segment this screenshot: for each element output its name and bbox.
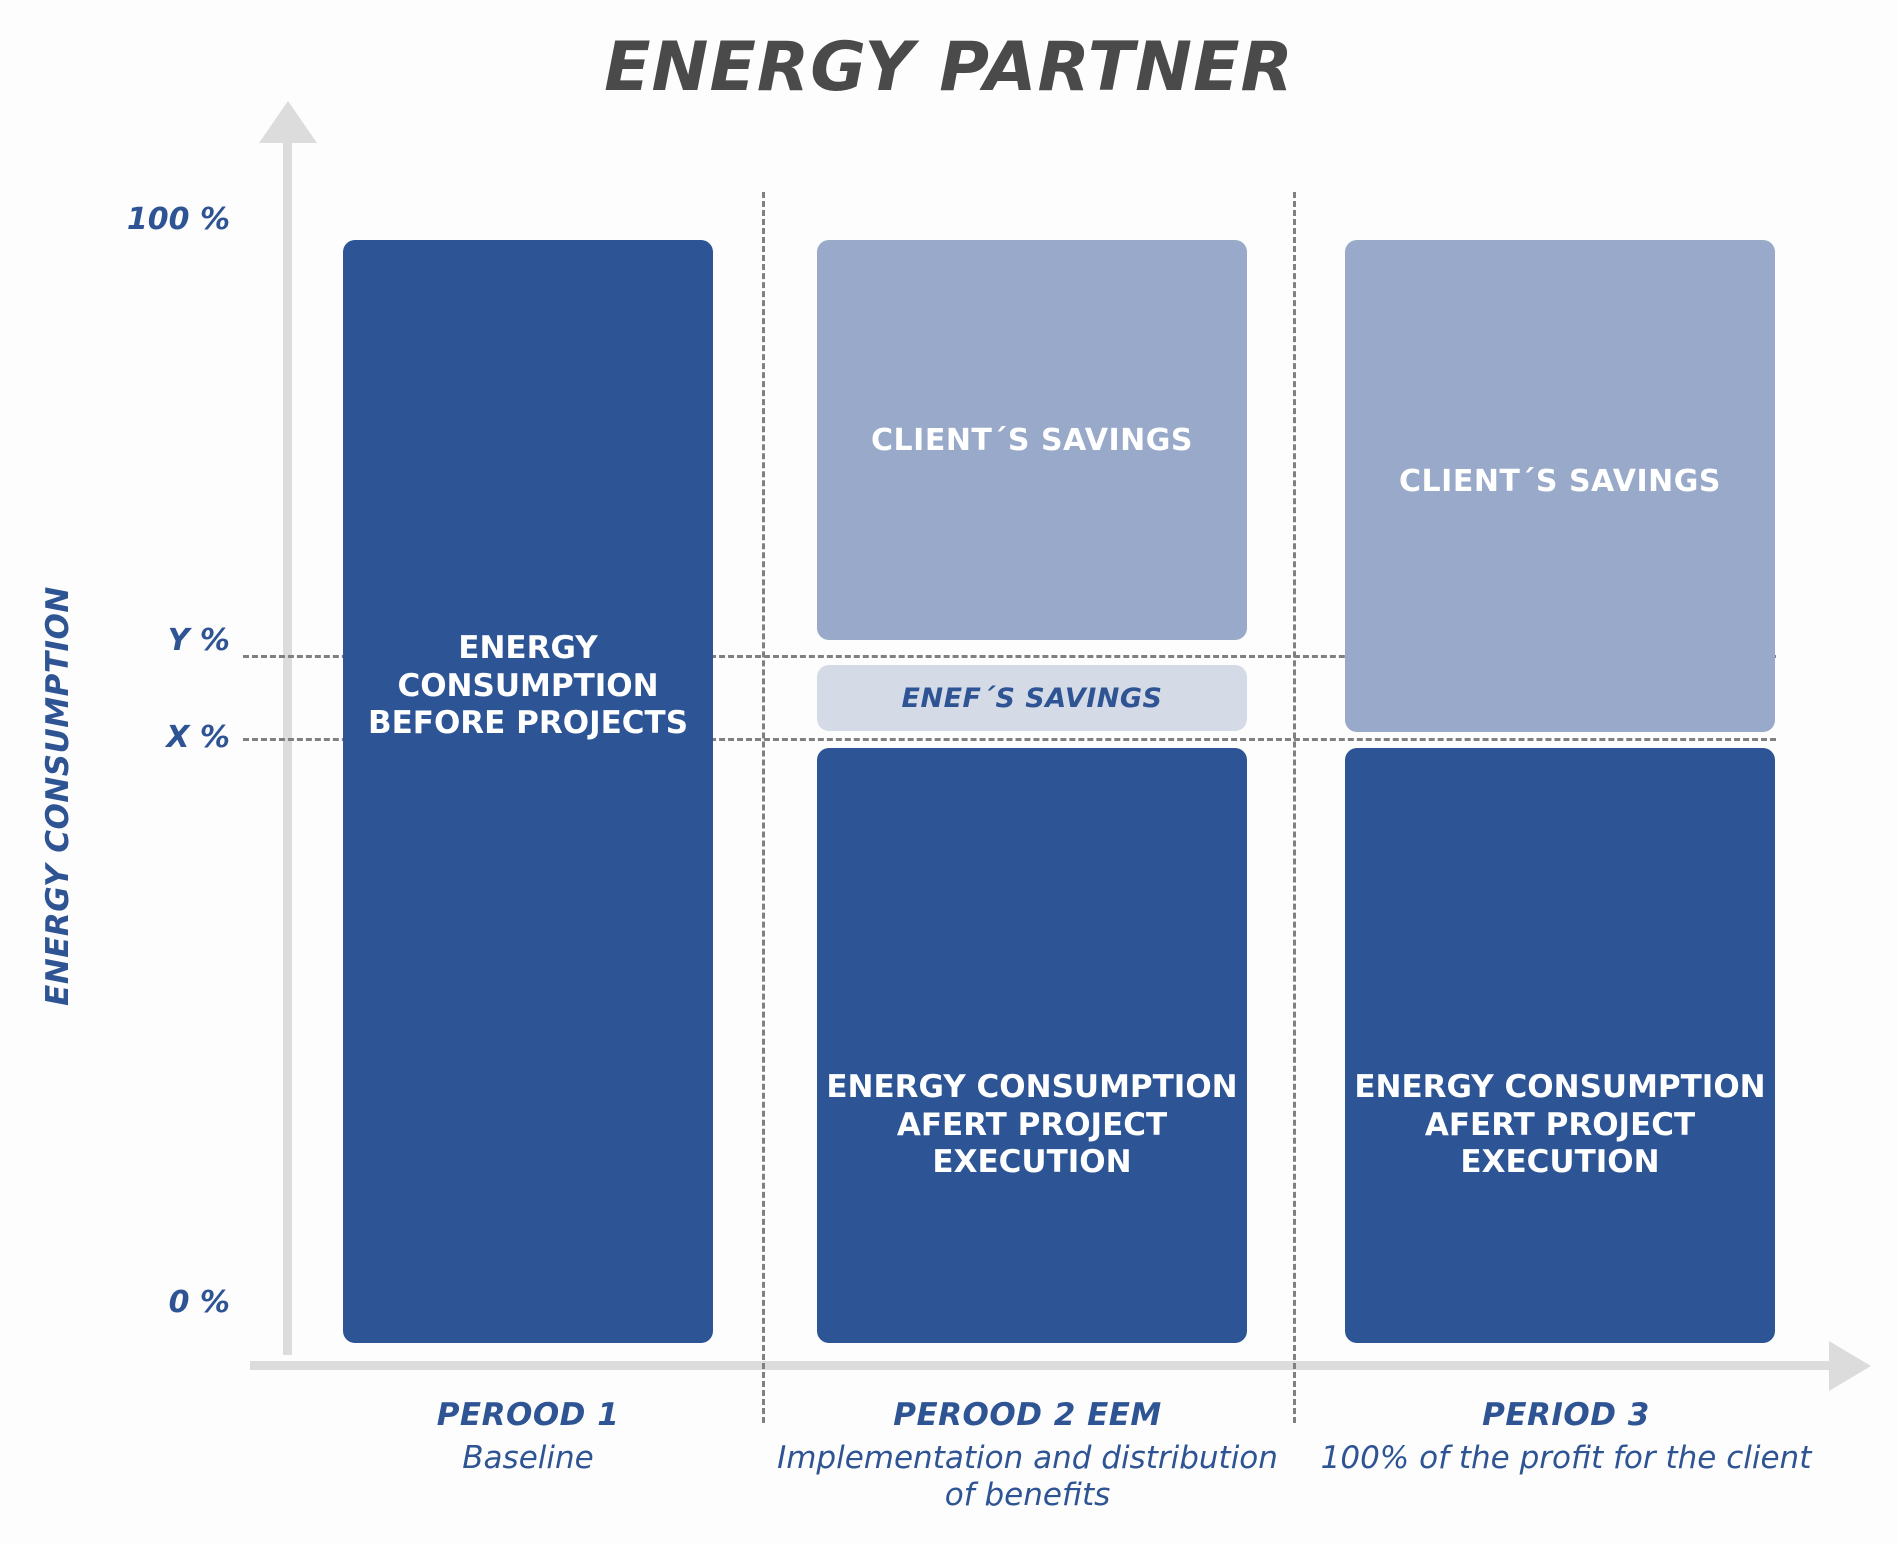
bar-period2-consumption-label: ENERGY CONSUMPTION AFERT PROJECT EXECUTI… bbox=[826, 1068, 1238, 1181]
period-separator-1 bbox=[762, 192, 765, 1423]
bar-period3-client-savings-label: CLIENT´S SAVINGS bbox=[1399, 463, 1721, 499]
bar-period1-baseline[interactable]: ENERGY CONSUMPTION BEFORE PROJECTS bbox=[343, 240, 713, 1343]
caption-period1: PEROOD 1 Baseline bbox=[295, 1397, 761, 1477]
caption-period2: PEROOD 2 EEM Implementation and distribu… bbox=[764, 1397, 1291, 1514]
bar-period2-consumption[interactable]: ENERGY CONSUMPTION AFERT PROJECT EXECUTI… bbox=[817, 748, 1247, 1343]
x-axis-arrow-icon bbox=[1829, 1341, 1871, 1391]
x-axis-line bbox=[250, 1361, 1834, 1370]
y-axis-line bbox=[283, 130, 292, 1355]
caption-period1-title: PEROOD 1 bbox=[436, 1397, 620, 1433]
caption-period2-subtitle: Implementation and distribution of benef… bbox=[777, 1440, 1278, 1514]
guide-line-y bbox=[243, 655, 1776, 658]
bar-period2-enef-savings[interactable]: ENEF´S SAVINGS bbox=[817, 665, 1247, 731]
bar-period3-client-savings[interactable]: CLIENT´S SAVINGS bbox=[1345, 240, 1775, 732]
caption-period1-subtitle: Baseline bbox=[462, 1440, 594, 1476]
caption-period3-subtitle: 100% of the profit for the client bbox=[1320, 1440, 1812, 1476]
y-tick-y: Y % bbox=[167, 623, 230, 658]
caption-period3-title: PERIOD 3 bbox=[1482, 1397, 1650, 1433]
page-title: ENERGY PARTNER bbox=[604, 28, 1294, 107]
y-axis-arrow-icon bbox=[259, 101, 317, 143]
y-axis-title: ENERGY CONSUMPTION bbox=[40, 586, 76, 1006]
bar-period2-client-savings-label: CLIENT´S SAVINGS bbox=[871, 422, 1193, 458]
guide-line-x bbox=[243, 738, 1776, 741]
caption-period3: PERIOD 3 100% of the profit for the clie… bbox=[1296, 1397, 1836, 1477]
caption-period2-title: PEROOD 2 EEM bbox=[893, 1397, 1162, 1433]
bar-period3-consumption[interactable]: ENERGY CONSUMPTION AFERT PROJECT EXECUTI… bbox=[1345, 748, 1775, 1343]
y-tick-100: 100 % bbox=[126, 202, 230, 237]
bar-period2-enef-savings-label: ENEF´S SAVINGS bbox=[901, 682, 1163, 714]
y-tick-zero: 0 % bbox=[168, 1285, 230, 1320]
y-tick-x: X % bbox=[166, 720, 230, 755]
bar-period1-label: ENERGY CONSUMPTION BEFORE PROJECTS bbox=[367, 629, 689, 742]
bar-period2-client-savings[interactable]: CLIENT´S SAVINGS bbox=[817, 240, 1247, 640]
bar-period3-consumption-label: ENERGY CONSUMPTION AFERT PROJECT EXECUTI… bbox=[1354, 1068, 1766, 1181]
period-separator-2 bbox=[1293, 192, 1296, 1423]
